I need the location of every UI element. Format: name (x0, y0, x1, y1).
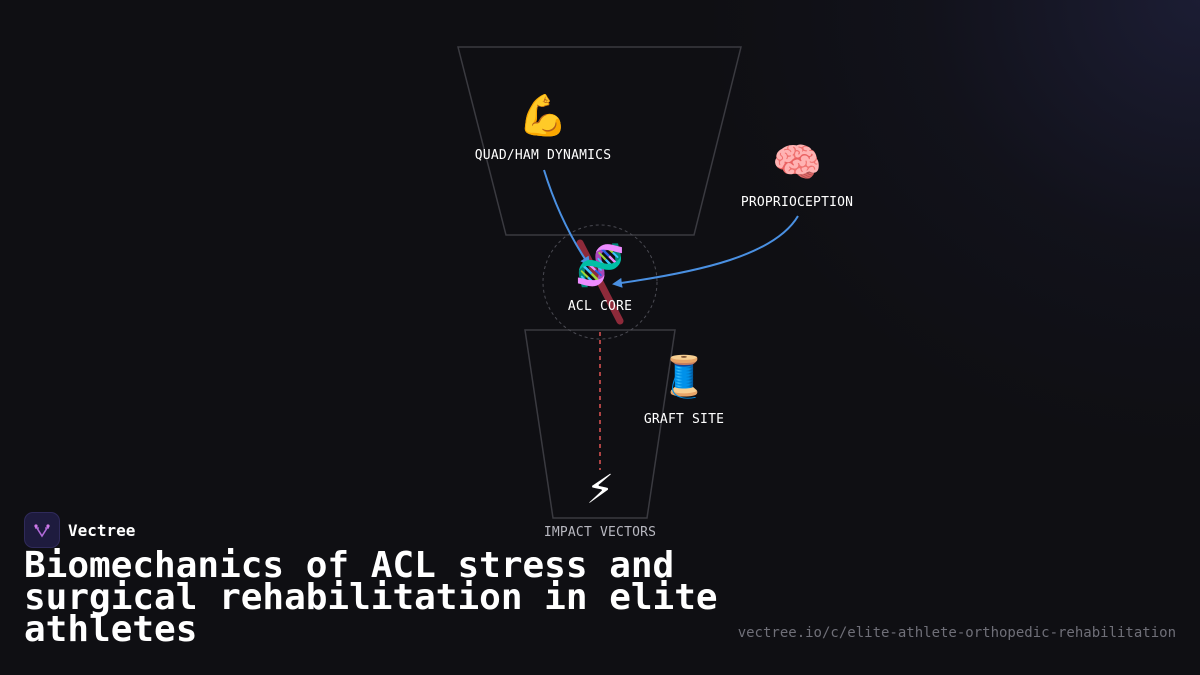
joint-circle (542, 224, 658, 340)
arrow-quad-to-acl (543, 169, 591, 267)
node-label-graft-site: GRAFT SITE (643, 412, 725, 427)
node-label-quad-ham: QUAD/HAM DYNAMICS (474, 148, 612, 163)
femur-outline (457, 46, 742, 236)
page-title: Biomechanics of ACL stress and surgical … (24, 545, 718, 650)
lightning-icon: ⚡ (585, 467, 615, 513)
node-label-acl-core: ACL CORE (567, 299, 633, 314)
vectree-logo-icon (24, 512, 60, 548)
dna-icon: 🧬 (575, 243, 625, 289)
thread-spool-icon: 🧵 (659, 354, 709, 400)
node-label-impact-vectors: IMPACT VECTORS (543, 525, 657, 540)
tibia-outline (524, 329, 676, 519)
brand: Vectree (24, 512, 135, 548)
node-label-proprioception: PROPRIOCEPTION (740, 195, 854, 210)
brand-name: Vectree (68, 520, 136, 540)
brain-icon: 🧠 (772, 140, 822, 186)
arrow-proprio-to-acl (612, 215, 799, 288)
flexed-biceps-icon: 💪 (518, 93, 568, 139)
source-url[interactable]: vectree.io/c/elite-athlete-orthopedic-re… (737, 625, 1176, 641)
